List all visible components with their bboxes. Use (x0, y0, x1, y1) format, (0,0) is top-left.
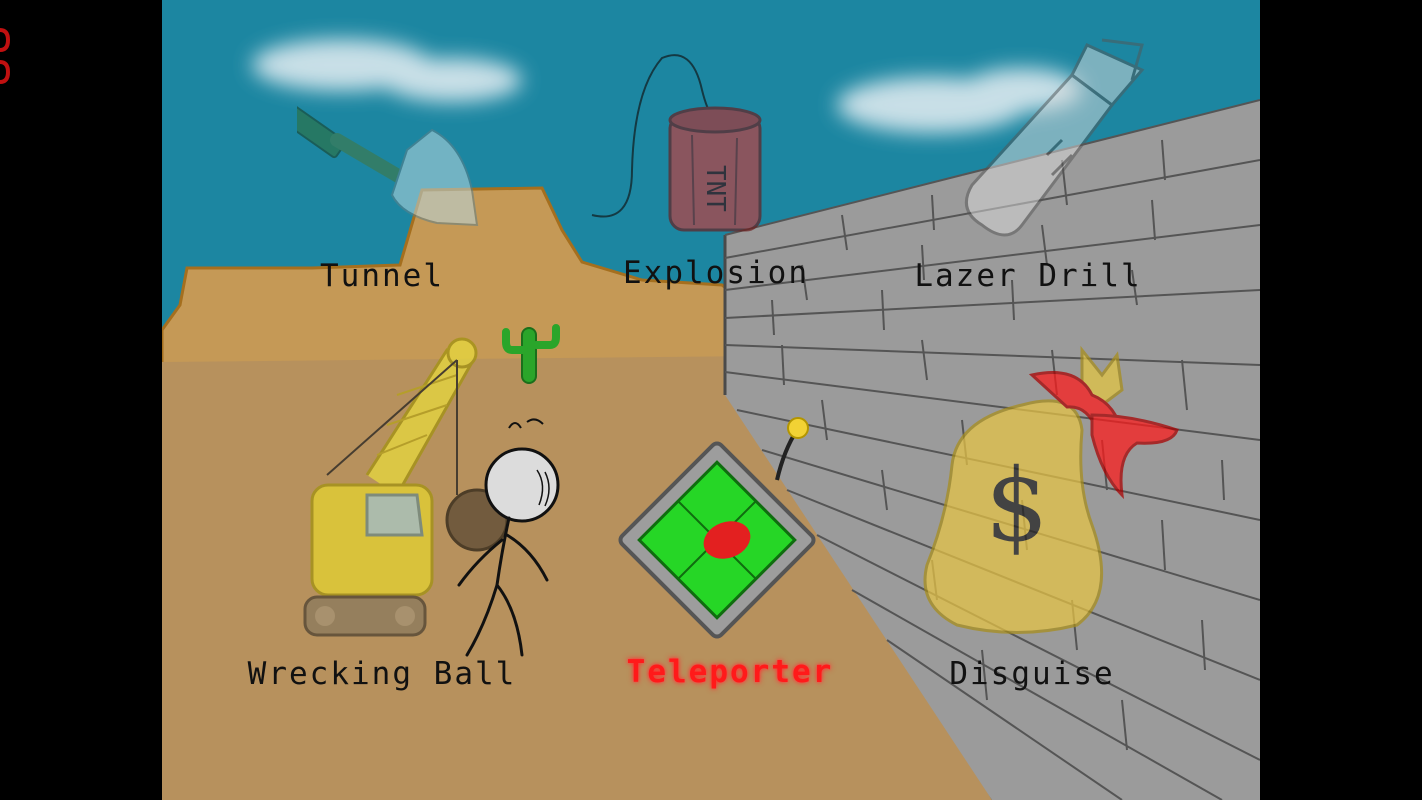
option-label-explosion[interactable]: Explosion (623, 255, 809, 291)
tnt-text: TNT (700, 165, 730, 212)
money-bag-icon[interactable]: $ (917, 335, 1187, 640)
drill-icon[interactable] (952, 35, 1192, 260)
option-label-wrecking-ball[interactable]: Wrecking Ball (247, 656, 517, 692)
shovel-icon[interactable] (297, 95, 497, 235)
option-label-tunnel[interactable]: Tunnel (320, 258, 444, 294)
cactus-icon (502, 324, 560, 384)
option-label-lazer-drill[interactable]: Lazer Drill (914, 258, 1142, 294)
choice-scene: TNT (162, 0, 1260, 800)
cloud-icon (252, 39, 1082, 133)
crane-icon[interactable] (297, 335, 567, 645)
option-label-teleporter[interactable]: Teleporter (626, 654, 834, 690)
edge-icon (0, 28, 11, 84)
tnt-icon[interactable]: TNT (582, 50, 772, 240)
teleporter-pad-icon[interactable] (612, 410, 832, 650)
option-label-disguise[interactable]: Disguise (949, 656, 1115, 692)
stickman-icon (457, 418, 560, 657)
money-symbol: $ (985, 447, 1049, 564)
